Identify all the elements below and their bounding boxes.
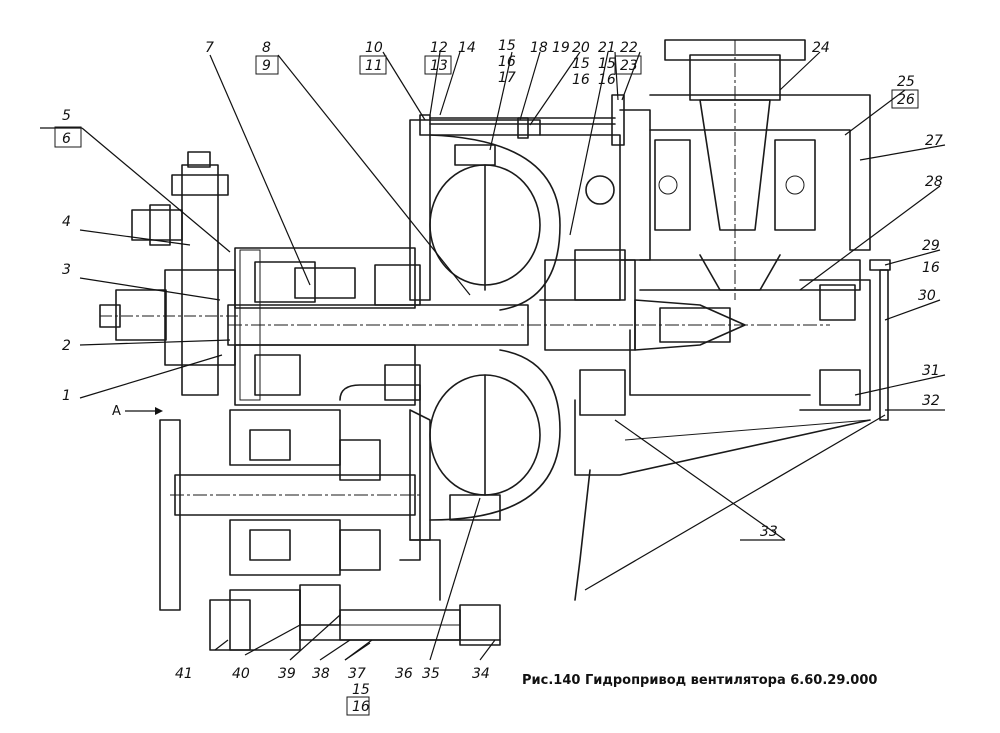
callout-16b: 16 xyxy=(572,72,590,88)
callout-36: 36 xyxy=(395,666,413,682)
callout-38: 38 xyxy=(312,666,330,682)
callout-6: 6 xyxy=(62,131,71,147)
callout-16d: 16 xyxy=(922,260,940,276)
callout-labels: 5 6 4 3 2 1 7 8 9 10 11 12 13 14 15 16 1… xyxy=(54,38,943,716)
callout-34: 34 xyxy=(472,666,490,682)
callout-15d: 15 xyxy=(352,682,370,698)
callout-22: 22 xyxy=(620,40,638,56)
callout-13: 13 xyxy=(430,58,448,74)
callout-12: 12 xyxy=(430,40,448,56)
callout-30: 30 xyxy=(918,288,936,304)
callout-4: 4 xyxy=(62,214,71,230)
callout-35: 35 xyxy=(422,666,440,682)
callout-33: 33 xyxy=(760,524,778,540)
callout-14: 14 xyxy=(458,40,476,56)
view-label: A xyxy=(112,404,121,419)
callout-15a: 15 xyxy=(498,38,516,54)
callout-23: 23 xyxy=(620,58,638,74)
callout-16e: 16 xyxy=(352,699,370,715)
callout-26: 26 xyxy=(897,92,915,108)
arrow-head-icon xyxy=(155,407,163,415)
callout-37: 37 xyxy=(348,666,366,682)
callout-17: 17 xyxy=(498,70,516,86)
callout-5: 5 xyxy=(62,108,71,124)
callout-25: 25 xyxy=(897,74,915,90)
callout-27: 27 xyxy=(925,133,943,149)
view-arrow-a: A xyxy=(112,404,163,419)
callout-6-frame xyxy=(54,126,82,148)
callout-18: 18 xyxy=(530,40,548,56)
callout-9: 9 xyxy=(262,58,271,74)
callout-21: 21 xyxy=(598,40,616,56)
callout-10: 10 xyxy=(365,40,383,56)
assembly-drawing xyxy=(99,39,891,651)
callout-24: 24 xyxy=(812,40,830,56)
callout-16a: 16 xyxy=(498,54,516,70)
leader-lines xyxy=(40,51,946,661)
callout-16c: 16 xyxy=(598,72,616,88)
callout-40: 40 xyxy=(232,666,250,682)
callout-7: 7 xyxy=(205,40,214,56)
callout-1: 1 xyxy=(62,388,71,404)
callout-11: 11 xyxy=(365,58,383,74)
callout-19: 19 xyxy=(552,40,570,56)
callout-29: 29 xyxy=(922,238,940,254)
callout-15c: 15 xyxy=(598,56,616,72)
callout-28: 28 xyxy=(925,174,943,190)
callout-32: 32 xyxy=(922,393,940,409)
callout-20: 20 xyxy=(572,40,590,56)
callout-31: 31 xyxy=(922,363,940,379)
callout-39: 39 xyxy=(278,666,296,682)
callout-3: 3 xyxy=(62,262,71,278)
callout-2: 2 xyxy=(62,338,71,354)
callout-41: 41 xyxy=(175,666,193,682)
callout-15b: 15 xyxy=(572,56,590,72)
callout-8: 8 xyxy=(262,40,271,56)
figure-caption: Рис.140 Гидропривод вентилятора 6.60.29.… xyxy=(522,673,878,688)
